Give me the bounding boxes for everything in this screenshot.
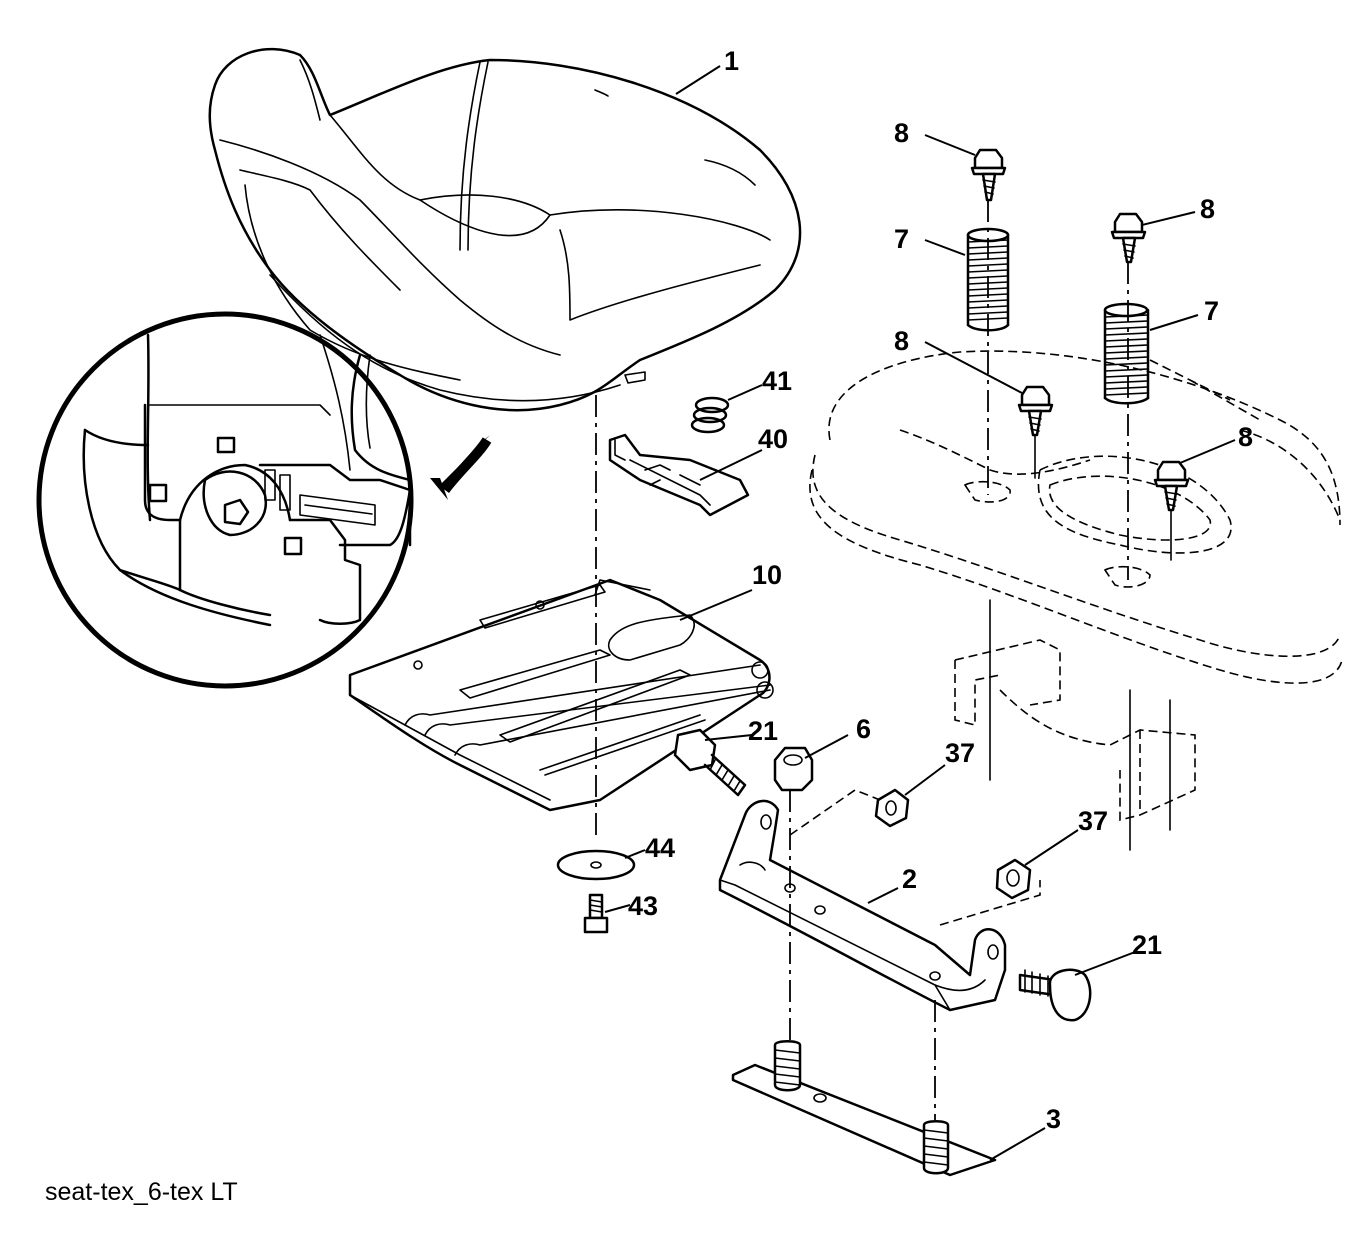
callout-37-upper: 37 — [945, 738, 975, 768]
callout-21-lower: 21 — [1132, 930, 1162, 960]
callout-8-top-right: 8 — [1200, 194, 1215, 224]
callout-8-mid-right: 8 — [1238, 422, 1253, 452]
seat-part-1 — [208, 47, 802, 412]
frame-fender-outline — [809, 350, 1343, 851]
callout-3: 3 — [1046, 1104, 1061, 1134]
callout-7-left: 7 — [894, 224, 909, 254]
spring-part-41 — [690, 384, 763, 434]
callout-43: 43 — [628, 891, 658, 921]
bolt-part-8-top-right — [1110, 211, 1196, 264]
spring-part-7-right — [1103, 302, 1199, 405]
washer-part-44 — [556, 849, 646, 881]
callout-6: 6 — [856, 714, 871, 744]
callout-44: 44 — [645, 833, 675, 863]
detail-circle — [36, 311, 414, 689]
nut-part-37-upper — [789, 764, 946, 836]
callout-1: 1 — [724, 46, 739, 76]
callout-10: 10 — [752, 560, 782, 590]
bolt-part-43 — [583, 893, 631, 934]
spring-part-7-left — [924, 227, 1010, 332]
figure-caption: seat-tex_6-tex LT — [45, 1178, 238, 1206]
callout-2: 2 — [902, 864, 917, 894]
callout-7-right: 7 — [1204, 296, 1219, 326]
bolt-part-8-mid-right — [1153, 439, 1236, 512]
callout-21-upper: 21 — [748, 716, 778, 746]
callout-37-lower: 37 — [1078, 806, 1108, 836]
callout-40: 40 — [758, 424, 788, 454]
bolt-part-8-top-left — [924, 134, 1007, 202]
bolt-part-8-mid-left — [924, 341, 1054, 437]
bolt-part-21-lower — [1018, 951, 1136, 1022]
latch-part-40 — [608, 433, 763, 517]
plate-part-3 — [731, 1040, 1046, 1177]
seat-pan-part-10 — [348, 578, 774, 812]
callout-41: 41 — [762, 366, 792, 396]
callout-8-mid-left: 8 — [894, 326, 909, 356]
bracket-part-2 — [718, 799, 1007, 1012]
nut-part-37-lower — [939, 829, 1079, 926]
bolt-part-21-upper — [673, 728, 753, 797]
callout-8-top-left: 8 — [894, 118, 909, 148]
nut-part-6 — [773, 734, 849, 792]
curved-arrow-icon — [430, 435, 492, 500]
